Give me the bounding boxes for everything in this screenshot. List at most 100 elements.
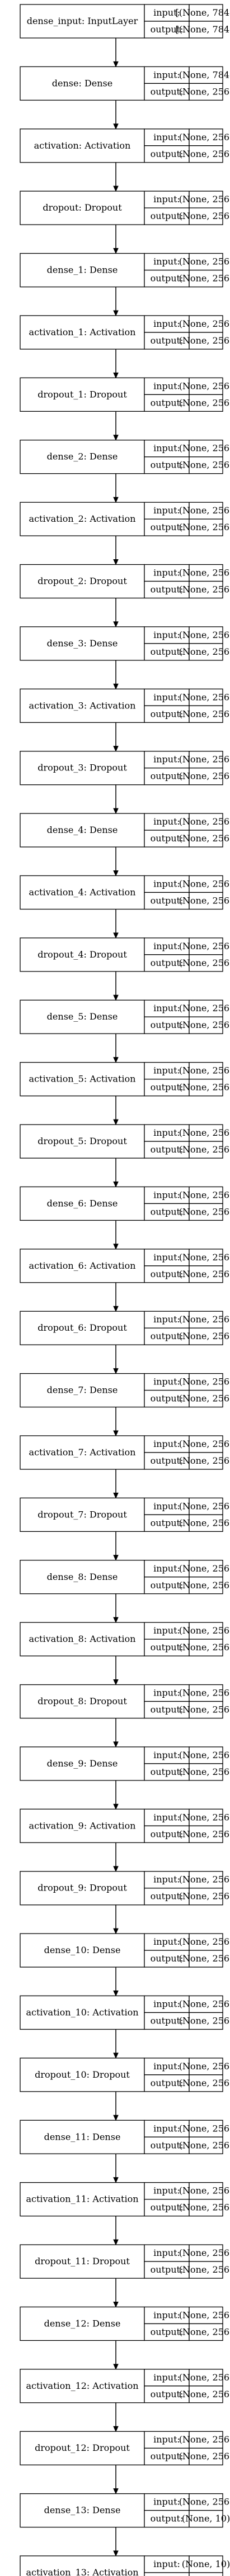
arrow-head [113, 1492, 119, 1499]
input-label: input: [153, 1377, 180, 1387]
output-shape: (None, 256) [179, 1580, 230, 1591]
arrow-head [113, 1057, 119, 1063]
input-label: input: [153, 941, 180, 951]
arrow-head [113, 2301, 119, 2308]
input-label-cell [144, 1746, 190, 1764]
output-label-cell [144, 1265, 190, 1283]
input-label: input: [153, 2185, 180, 2196]
layer-name: dense_6: Dense [47, 1198, 118, 1208]
layer-name-cell [20, 2244, 145, 2279]
output-label: output: [151, 1642, 184, 1653]
layer-name: dropout_12: Dropout [35, 2442, 130, 2453]
input-shape-cell [189, 4, 223, 22]
output-shape: (None, 256) [179, 1269, 230, 1279]
input-label-cell [144, 626, 190, 644]
output-label: output: [151, 2326, 184, 2337]
layer-name: activation_12: Activation [26, 2380, 138, 2391]
input-label: input: [153, 1998, 180, 2009]
output-shape: (None, 256) [179, 958, 230, 968]
output-shape: (None, 256) [179, 708, 230, 719]
output-shape-cell [189, 1203, 223, 1221]
output-shape-cell [189, 1514, 223, 1532]
input-shape-cell [189, 440, 223, 458]
output-label-cell [144, 83, 190, 101]
output-shape-cell [189, 456, 223, 474]
input-label-cell [144, 253, 190, 271]
output-label-cell [144, 705, 190, 723]
layer-name-cell [20, 2431, 145, 2465]
layer-name-cell [20, 1497, 145, 1532]
input-shape: (None, 256) [179, 878, 230, 889]
output-label: output: [151, 24, 184, 35]
input-shape-cell [189, 751, 223, 769]
output-label-cell [144, 892, 190, 910]
layer-name: dropout_7: Dropout [37, 1509, 127, 1520]
layer-node: activation_5: Activationinput:output:(No… [20, 1061, 230, 1097]
output-shape-cell [189, 269, 223, 288]
input-shape: (None, 256) [179, 2434, 230, 2445]
output-label-cell [144, 1452, 190, 1470]
input-label: input: [153, 380, 180, 391]
layer-name: dropout: Dropout [43, 202, 122, 213]
arrow-head [113, 870, 119, 877]
input-label-cell [144, 813, 190, 831]
input-label-cell [144, 1560, 190, 1578]
arrow-head [113, 559, 119, 565]
arrow-head [113, 994, 119, 1001]
output-shape: (None, 256) [179, 833, 230, 844]
output-label: output: [151, 708, 184, 719]
input-shape: (None, 256) [179, 1812, 230, 1822]
layer-name-cell [20, 1373, 145, 1408]
layer-name-cell [20, 1746, 145, 1781]
output-shape: (None, 256) [179, 646, 230, 657]
output-label-cell [144, 2136, 190, 2154]
output-shape: (None, 256) [179, 895, 230, 906]
output-shape-cell [189, 83, 223, 101]
input-shape: (None, 10) [182, 2559, 230, 2569]
input-label: input: [153, 2372, 180, 2383]
arrow-head [113, 1803, 119, 1810]
output-shape: (None, 256) [179, 771, 230, 782]
output-label-cell [144, 954, 190, 972]
output-shape: (None, 256) [179, 1082, 230, 1093]
input-shape: (None, 256) [179, 2497, 230, 2507]
layer-name-cell [20, 377, 145, 412]
input-shape: (None, 256) [179, 443, 230, 454]
input-label: input: [153, 318, 180, 329]
input-shape: (None, 256) [179, 1439, 230, 1449]
input-shape-cell [189, 128, 223, 146]
output-label: output: [151, 2389, 184, 2399]
layer-node: activation_7: Activationinput:output:(No… [20, 1435, 230, 1470]
input-label-cell [144, 2493, 190, 2511]
layer-name-cell [20, 1124, 145, 1159]
layer-name: dense: Dense [52, 78, 112, 88]
input-shape-cell [189, 1560, 223, 1578]
input-shape-cell [189, 1871, 223, 1889]
input-shape-cell [189, 2120, 223, 2137]
input-label: input: [153, 1314, 180, 1325]
input-label-cell [144, 440, 190, 458]
layer-name: activation_9: Activation [29, 1820, 136, 1831]
output-label-cell [144, 1950, 190, 1968]
output-label-cell [144, 1639, 190, 1656]
output-shape: (None, 256) [179, 1642, 230, 1653]
output-shape-cell [189, 2448, 223, 2465]
layer-node: activation_12: Activationinput:output:(N… [20, 2369, 230, 2403]
input-shape: (None, 256) [179, 1936, 230, 1947]
output-label: output: [151, 1891, 184, 1902]
output-shape-cell [189, 705, 223, 723]
output-label-cell [144, 2012, 190, 2030]
input-label: input: [153, 692, 180, 702]
output-shape-cell [189, 2572, 223, 2576]
input-label: input: [153, 2061, 180, 2072]
input-label: input: [153, 878, 180, 889]
output-shape-cell [189, 892, 223, 910]
output-shape-cell [189, 1577, 223, 1594]
